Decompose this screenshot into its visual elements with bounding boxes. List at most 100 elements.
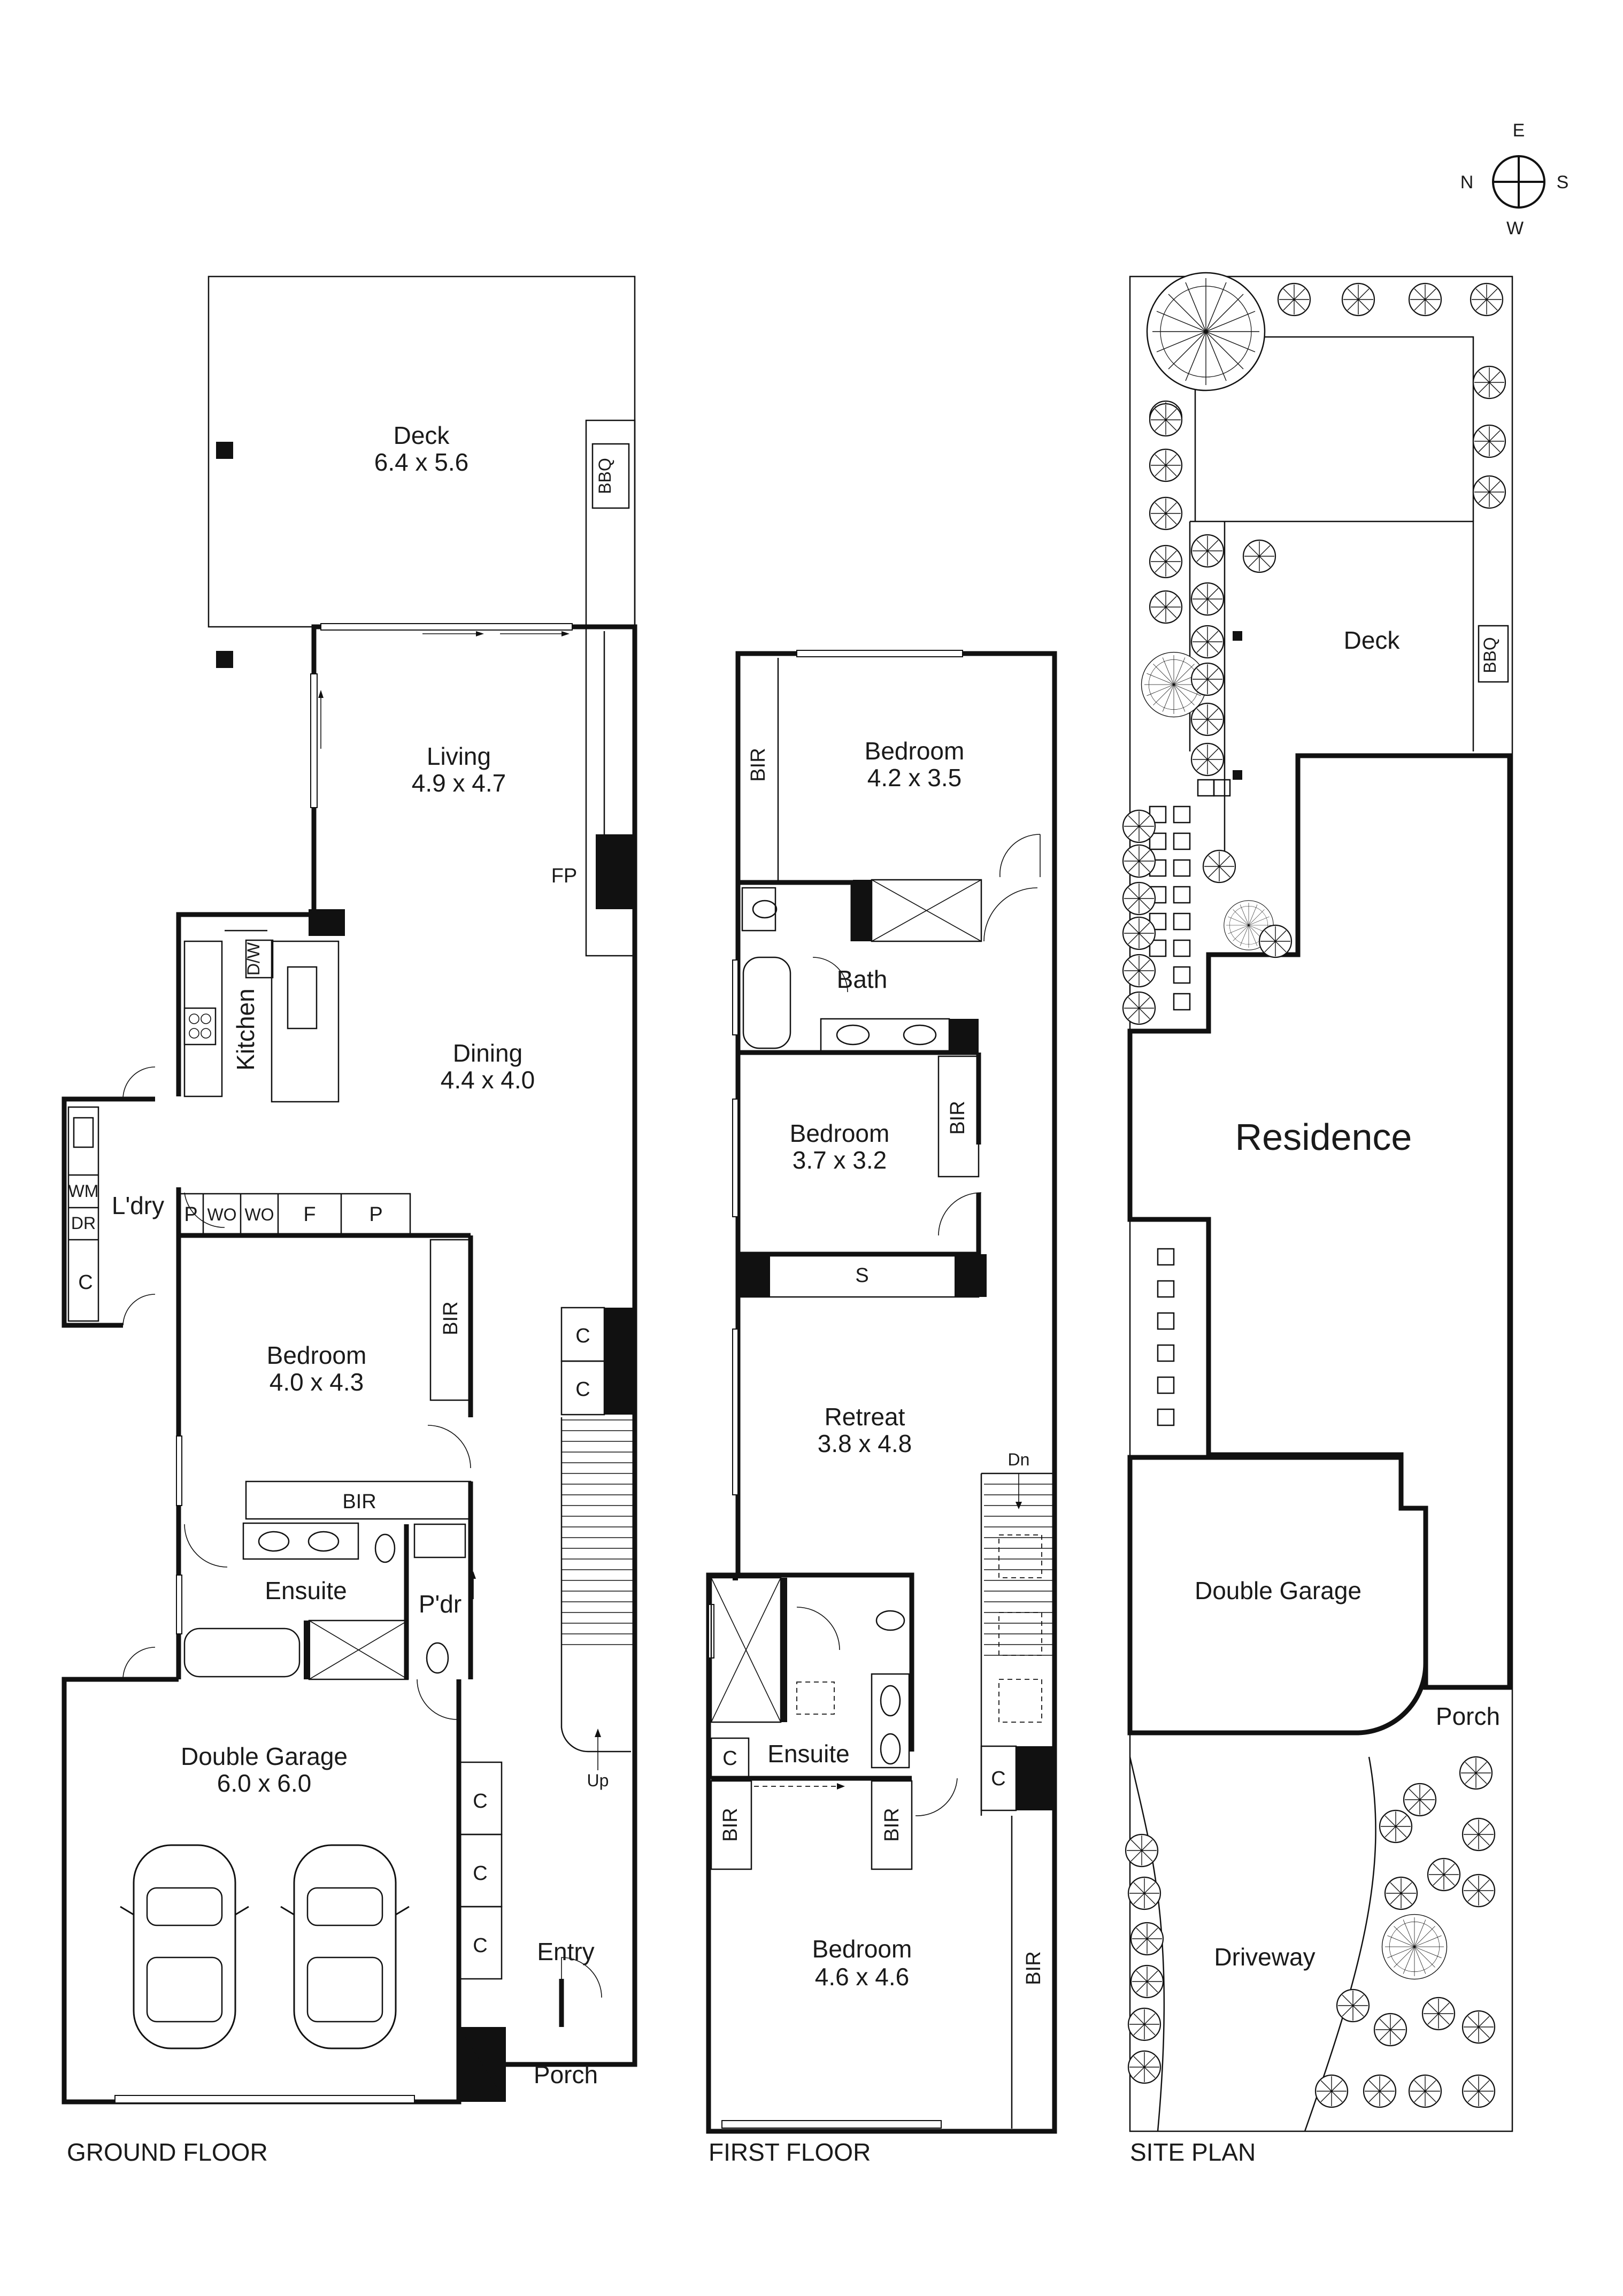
compass-north-label: N — [1460, 172, 1474, 193]
ground-floor-plan: Deck 6.4 x 5.6 BBQ Living 4.9 x 4.7 FP D… — [61, 275, 637, 2166]
shrub-icon — [1122, 809, 1156, 843]
bir-label: BIR — [747, 748, 770, 781]
deck-label: Deck — [394, 421, 450, 449]
first-outer-wall — [706, 651, 1057, 2134]
residence-label: Residence — [1235, 1116, 1412, 1158]
bbq-unit — [591, 443, 630, 509]
laundry-label: L'dry — [112, 1192, 164, 1219]
bir-label: BIR — [440, 1301, 462, 1335]
shrub-icon — [1122, 844, 1156, 878]
bedroom-dims: 4.2 x 3.5 — [867, 764, 962, 792]
bir-label: BIR — [1022, 1951, 1045, 1985]
shrub-icon — [1427, 1857, 1461, 1892]
ensuite-label: Ensuite — [265, 1577, 347, 1604]
bedroom-label: Bedroom — [865, 737, 965, 765]
bedroom-label: Bedroom — [267, 1341, 367, 1369]
site-boundary — [1129, 275, 1513, 2132]
shrub-icon — [1472, 424, 1506, 458]
bir-label: BIR — [881, 1808, 903, 1841]
bedroom-dims: 4.0 x 4.3 — [270, 1368, 364, 1396]
shrub-icon — [1384, 1876, 1418, 1910]
laundry-tub — [73, 1117, 94, 1148]
garage-cupboard-label: C — [473, 1790, 487, 1813]
deck-post — [216, 442, 233, 459]
bir-label: BIR — [342, 1491, 376, 1513]
shrub-icon — [1472, 365, 1506, 400]
shrub-icon — [1470, 282, 1504, 317]
shrub-icon — [1190, 742, 1225, 777]
shrub-icon — [1127, 2050, 1162, 2084]
fireplace-label: FP — [551, 865, 578, 887]
shrub-icon — [1149, 496, 1183, 531]
bir-label: BIR — [719, 1808, 742, 1841]
deck-outline — [207, 275, 636, 628]
shrub-icon — [1149, 590, 1183, 624]
vanity — [242, 1522, 359, 1560]
bir-label: BIR — [947, 1101, 969, 1134]
living-dims: 4.9 x 4.7 — [412, 769, 506, 797]
first-floor-plan: Bedroom 4.2 x 3.5 BIR Bath Bedroom 3.7 x… — [706, 650, 1057, 2166]
shrub-icon — [1122, 954, 1156, 988]
wall-oven-label: WO — [207, 1205, 236, 1224]
ensuite-vanity — [871, 1673, 910, 1769]
dining-label: Dining — [453, 1039, 522, 1067]
stair-treads — [984, 1484, 1055, 1656]
driveway-label: Driveway — [1214, 1943, 1315, 1971]
shrub-icon — [1127, 1876, 1162, 1910]
shrub-icon — [1403, 1783, 1437, 1817]
garage-label: Double Garage — [181, 1742, 348, 1770]
shrub-icon — [1258, 924, 1293, 958]
wall-oven-label: WO — [244, 1205, 274, 1224]
shrub-icon — [1127, 2007, 1162, 2041]
shrub-icon — [1130, 1922, 1164, 1956]
shrub-icon — [1277, 282, 1311, 317]
shrub-icon — [1314, 2074, 1349, 2108]
shrub-icon — [1373, 2013, 1407, 2047]
deck-dims: 6.4 x 5.6 — [374, 448, 468, 476]
bath-tub — [183, 1627, 301, 1678]
dining-dims: 4.4 x 4.0 — [441, 1066, 535, 1094]
shrub-icon — [1190, 582, 1225, 616]
stairs-down-label: Dn — [1008, 1450, 1030, 1469]
ground-floor-title: GROUND FLOOR — [67, 2138, 268, 2166]
shrub-icon — [1125, 1833, 1159, 1868]
bedroom-dims: 4.6 x 4.6 — [815, 1963, 909, 1991]
large-tree-icon — [1381, 1914, 1448, 1980]
bedroom-label: Bedroom — [812, 1935, 912, 1963]
washing-machine-label: WM — [68, 1181, 99, 1201]
ensuite-wall — [709, 1572, 914, 1752]
storage-label: S — [855, 1264, 868, 1287]
shrub-icon — [1190, 534, 1225, 568]
shrub-icon — [1379, 1809, 1413, 1844]
bedroom-bir — [429, 1239, 472, 1401]
bbq-unit — [1478, 625, 1509, 683]
entry-label: Entry — [537, 1938, 594, 1965]
garage-cupboard — [458, 1906, 503, 1980]
shrub-icon — [1462, 2010, 1496, 2044]
stairs-up-label: Up — [587, 1771, 609, 1790]
shrub-icon — [1202, 849, 1236, 884]
shrub-icon — [1149, 403, 1183, 437]
hall-cupboard-label: C — [575, 1378, 590, 1401]
site-plan-title: SITE PLAN — [1130, 2138, 1256, 2166]
shrub-icon — [1336, 1988, 1370, 2023]
stair-cupboard-label: C — [991, 1768, 1005, 1790]
dishwasher-label: D/W — [244, 942, 263, 976]
bath-tub — [742, 956, 791, 1049]
garage-outline — [1127, 1455, 1428, 1736]
bath-label: Bath — [837, 965, 888, 993]
site-plan: Deck BBQ Residence Double Garage Porch D… — [1122, 272, 1513, 2166]
kitchen-sink — [287, 966, 318, 1030]
shrub-icon — [1122, 991, 1156, 1025]
ensuite-cupboard-label: C — [722, 1747, 737, 1770]
car-icon — [280, 1844, 410, 2049]
compass-south-label: S — [1557, 172, 1569, 193]
shrub-icon — [1408, 282, 1442, 317]
stair-treads — [561, 1419, 635, 1645]
shrub-icon — [1462, 2074, 1496, 2108]
shrub-icon — [1472, 475, 1506, 509]
shrub-icon — [1459, 1756, 1493, 1790]
living-label: Living — [427, 742, 491, 770]
staircase — [560, 1417, 631, 1753]
